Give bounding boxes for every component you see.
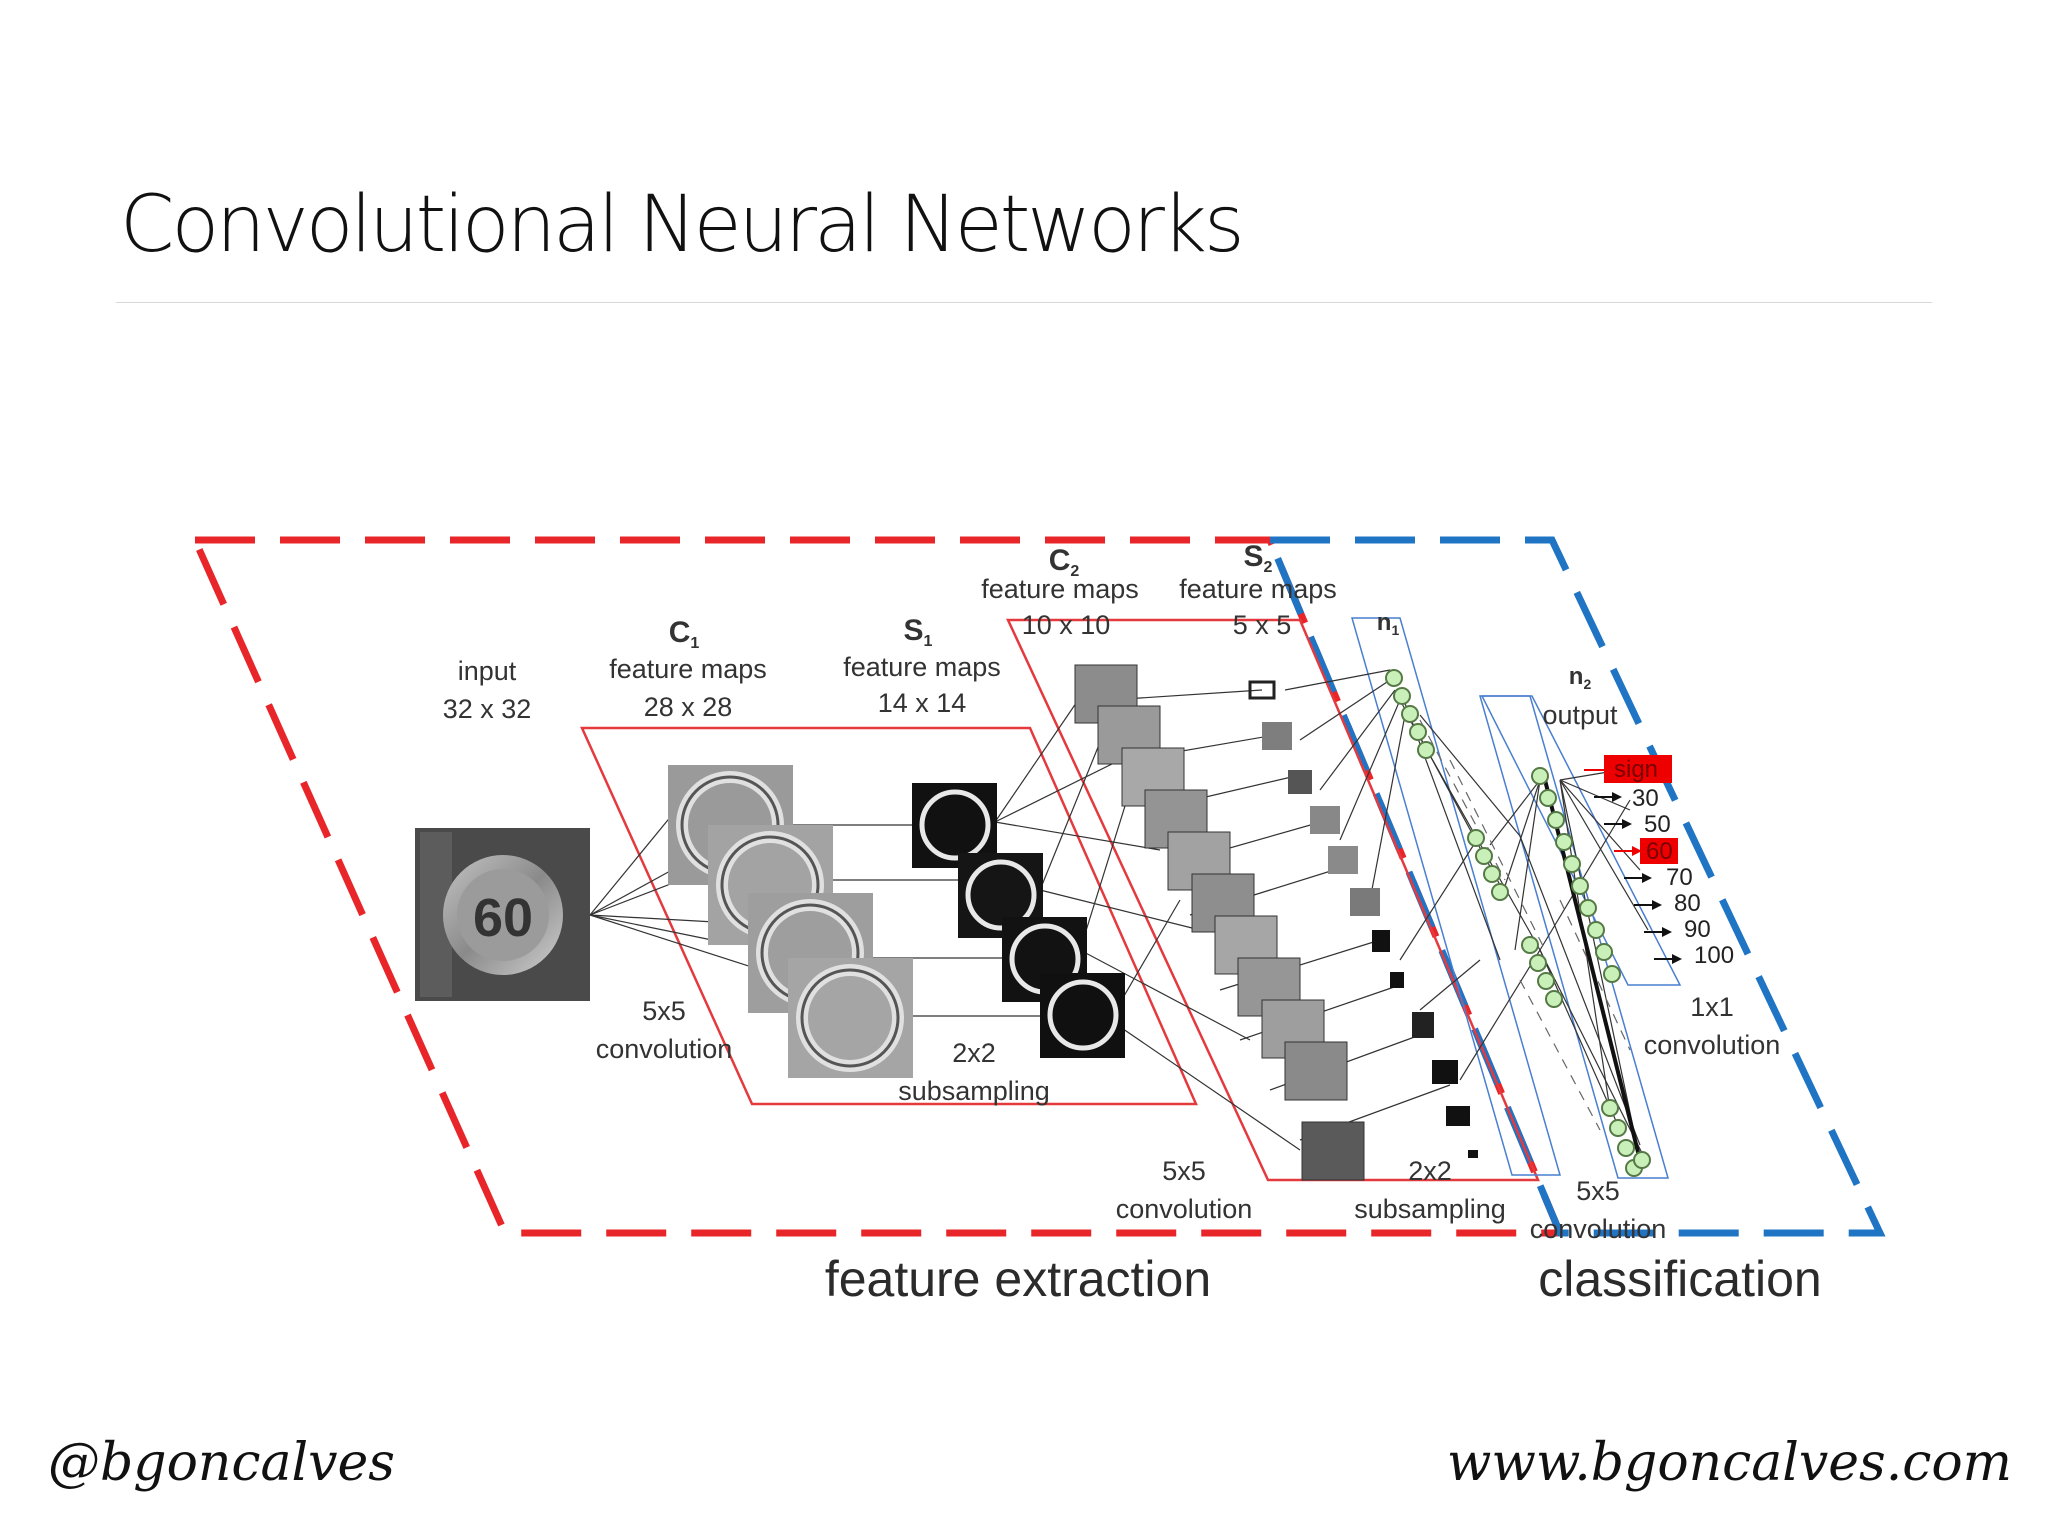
conv1-op: convolution (596, 1034, 733, 1064)
footer-website[interactable]: www.bgoncalves.com (1446, 1433, 2012, 1493)
slide-title: Convolutional Neural Networks (120, 180, 1245, 270)
c1-size: 28 x 28 (644, 692, 733, 722)
sub1-kernel: 2x2 (952, 1038, 996, 1068)
output-label-70: 70 (1666, 864, 1693, 891)
input-image: 60 (415, 828, 590, 1001)
input-sign-text: 60 (473, 888, 533, 948)
output-label-100: 100 (1694, 942, 1734, 969)
c1-name: C1 (669, 616, 700, 652)
sub1-op: subsampling (898, 1076, 1050, 1106)
conv4-op: convolution (1644, 1030, 1781, 1060)
footer-handle: @bgoncalves (48, 1433, 395, 1493)
conv3-kernel: 5x5 (1576, 1176, 1620, 1206)
s2-feature-maps (1248, 680, 1478, 1158)
operation-labels: 5x5 convolution 2x2 subsampling 5x5 conv… (596, 992, 1781, 1244)
s1-name: S1 (904, 614, 933, 650)
sub2-op: subsampling (1354, 1194, 1506, 1224)
c2-name: C2 (1049, 544, 1080, 580)
input-size: 32 x 32 (443, 694, 532, 724)
s1-feature-maps (912, 783, 1125, 1058)
c1-feature-maps (668, 765, 913, 1078)
classifier-frame (1479, 695, 1669, 1179)
conv1-kernel: 5x5 (642, 996, 686, 1026)
s2-label: feature maps (1179, 574, 1337, 604)
title-divider (116, 302, 1932, 303)
n1-name: n1 (1377, 609, 1400, 638)
c2-size: 10 x 10 (1022, 610, 1111, 640)
s1-label: feature maps (843, 652, 1001, 682)
c2-s2-frame (1006, 618, 1540, 1182)
s2-name: S2 (1244, 540, 1273, 576)
output-label-90: 90 (1684, 916, 1711, 943)
s1-size: 14 x 14 (878, 688, 967, 718)
c2-label: feature maps (981, 574, 1139, 604)
conv4-kernel: 1x1 (1690, 992, 1734, 1022)
feature-extraction-label: feature extraction (825, 1251, 1211, 1307)
output-label-60: 60 (1646, 838, 1673, 865)
classifier-neurons (1601, 1099, 1651, 1177)
c2-feature-maps (1074, 664, 1365, 1181)
output-label-30: 30 (1632, 785, 1659, 812)
n1-neurons (1385, 669, 1563, 1008)
output-label-50: 50 (1644, 811, 1671, 838)
conv2-kernel: 5x5 (1162, 1156, 1206, 1186)
s2-size: 5 x 5 (1233, 610, 1292, 640)
c1-s1-frame (580, 726, 1198, 1106)
input-label: input (458, 656, 517, 686)
n2-neurons (1531, 767, 1621, 983)
conv2-op: convolution (1116, 1194, 1253, 1224)
output-label-80: 80 (1674, 890, 1701, 917)
conv3-op: convolution (1530, 1214, 1667, 1244)
c1-label: feature maps (609, 654, 767, 684)
output-labels: sign 30 50 60 70 80 90 100 (1614, 756, 1734, 969)
n2-label: output (1542, 700, 1618, 730)
classification-label: classification (1538, 1251, 1821, 1307)
output-label-sign: sign (1614, 756, 1658, 783)
output-sign-highlight (1604, 755, 1672, 783)
output-60-highlight (1640, 838, 1678, 864)
n2-name: n2 (1569, 663, 1592, 692)
layer-labels: input 32 x 32 C1 feature maps 28 x 28 S1… (443, 540, 1618, 730)
n1-frame (1351, 617, 1561, 1176)
sub2-kernel: 2x2 (1408, 1156, 1452, 1186)
